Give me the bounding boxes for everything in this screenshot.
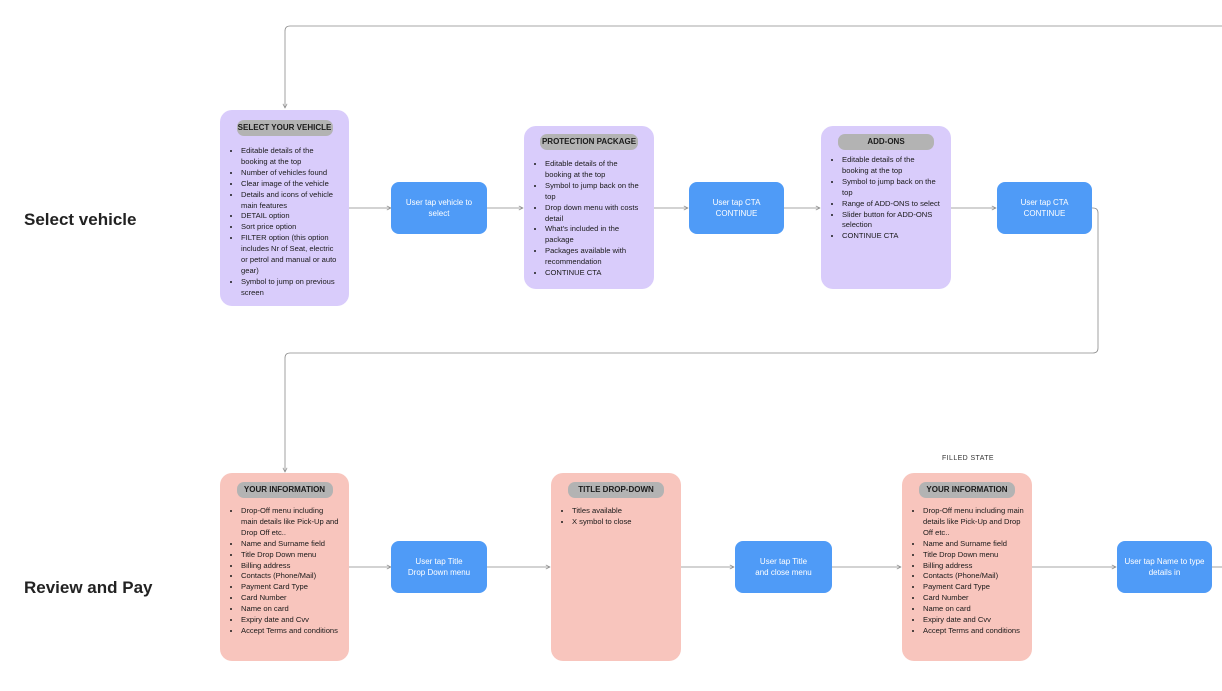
card-title: PROTECTION PACKAGE [540, 134, 638, 150]
feature-list: Drop-Off menu including main details lik… [228, 506, 341, 637]
feature-list: Editable details of the booking at the t… [532, 159, 646, 279]
list-item: Details and icons of vehicle main featur… [241, 190, 341, 212]
list-item: Expiry date and Cvv [923, 615, 1024, 626]
action-tap-vehicle: User tap vehicle to select [391, 182, 487, 234]
card-your-information: YOUR INFORMATION Drop-Off menu including… [220, 473, 349, 661]
list-item: Name and Surname field [241, 539, 341, 550]
action-tap-cta-continue: User tap CTA CONTINUE [689, 182, 784, 234]
list-item: CONTINUE CTA [842, 231, 943, 242]
list-item: Name on card [241, 604, 341, 615]
list-item: Editable details of the booking at the t… [545, 159, 646, 181]
list-item: Symbol to jump back on the top [842, 177, 943, 199]
list-item: Expiry date and Cvv [241, 615, 341, 626]
list-item: Symbol to jump back on the top [545, 181, 646, 203]
list-item: X symbol to close [572, 517, 673, 528]
list-item: Contacts (Phone/Mail) [923, 571, 1024, 582]
loop-connector-top [285, 25, 1222, 108]
row-label-review-and-pay: Review and Pay [24, 578, 153, 597]
list-item: Drop-Off menu including main details lik… [923, 506, 1024, 539]
card-title: TITLE DROP-DOWN [568, 482, 664, 498]
card-title-dropdown: TITLE DROP-DOWN Titles available X symbo… [551, 473, 681, 661]
list-item: Titles available [572, 506, 673, 517]
list-item: DETAIL option [241, 211, 341, 222]
list-item: Accept Terms and conditions [923, 626, 1024, 637]
row-label-select-vehicle: Select vehicle [24, 210, 137, 229]
list-item: Billing address [241, 561, 341, 572]
action-tap-cta-continue-2: User tap CTA CONTINUE [997, 182, 1092, 234]
list-item: Accept Terms and conditions [241, 626, 341, 637]
list-item: Payment Card Type [923, 582, 1024, 593]
list-item: Title Drop Down menu [241, 550, 341, 561]
list-item: Drop down menu with costs detail [545, 203, 646, 225]
list-item: Symbol to jump on previous screen [241, 277, 341, 299]
list-item: Card Number [241, 593, 341, 604]
loop-connector-mid [285, 207, 1099, 472]
action-tap-title-close: User tap Title and close menu [735, 541, 832, 593]
list-item: What's included in the package [545, 224, 646, 246]
action-tap-title-dropdown: User tap Title Drop Down menu [391, 541, 487, 593]
card-your-information-filled: YOUR INFORMATION Drop-Off menu including… [902, 473, 1032, 661]
list-item: Card Number [923, 593, 1024, 604]
action-tap-name: User tap Name to type details in [1117, 541, 1212, 593]
feature-list: Drop-Off menu including main details lik… [910, 506, 1024, 637]
list-item: Slider button for ADD-ONS selection [842, 210, 943, 232]
list-item: Name and Surname field [923, 539, 1024, 550]
feature-list: Editable details of the booking at the t… [829, 155, 943, 242]
list-item: Sort price option [241, 222, 341, 233]
list-item: Packages available with recommendation [545, 246, 646, 268]
card-protection-package: PROTECTION PACKAGE Editable details of t… [524, 126, 654, 289]
list-item: Drop-Off menu including main details lik… [241, 506, 341, 539]
card-title: YOUR INFORMATION [919, 482, 1015, 498]
filled-state-label: FILLED STATE [942, 455, 994, 462]
list-item: Editable details of the booking at the t… [842, 155, 943, 177]
card-select-your-vehicle: SELECT YOUR VEHICLE Editable details of … [220, 110, 349, 306]
list-item: Range of ADD-ONS to select [842, 199, 943, 210]
list-item: Name on card [923, 604, 1024, 615]
card-add-ons: ADD-ONS Editable details of the booking … [821, 126, 951, 289]
list-item: CONTINUE CTA [545, 268, 646, 279]
list-item: Contacts (Phone/Mail) [241, 571, 341, 582]
card-title: ADD-ONS [838, 134, 934, 150]
list-item: Billing address [923, 561, 1024, 572]
list-item: Number of vehicles found [241, 168, 341, 179]
list-item: Clear image of the vehicle [241, 179, 341, 190]
feature-list: Titles available X symbol to close [559, 506, 673, 528]
card-title: SELECT YOUR VEHICLE [236, 120, 333, 136]
feature-list: Editable details of the booking at the t… [228, 146, 341, 299]
list-item: FILTER option (this option includes Nr o… [241, 233, 341, 277]
list-item: Editable details of the booking at the t… [241, 146, 341, 168]
card-title: YOUR INFORMATION [236, 482, 333, 498]
list-item: Title Drop Down menu [923, 550, 1024, 561]
list-item: Payment Card Type [241, 582, 341, 593]
